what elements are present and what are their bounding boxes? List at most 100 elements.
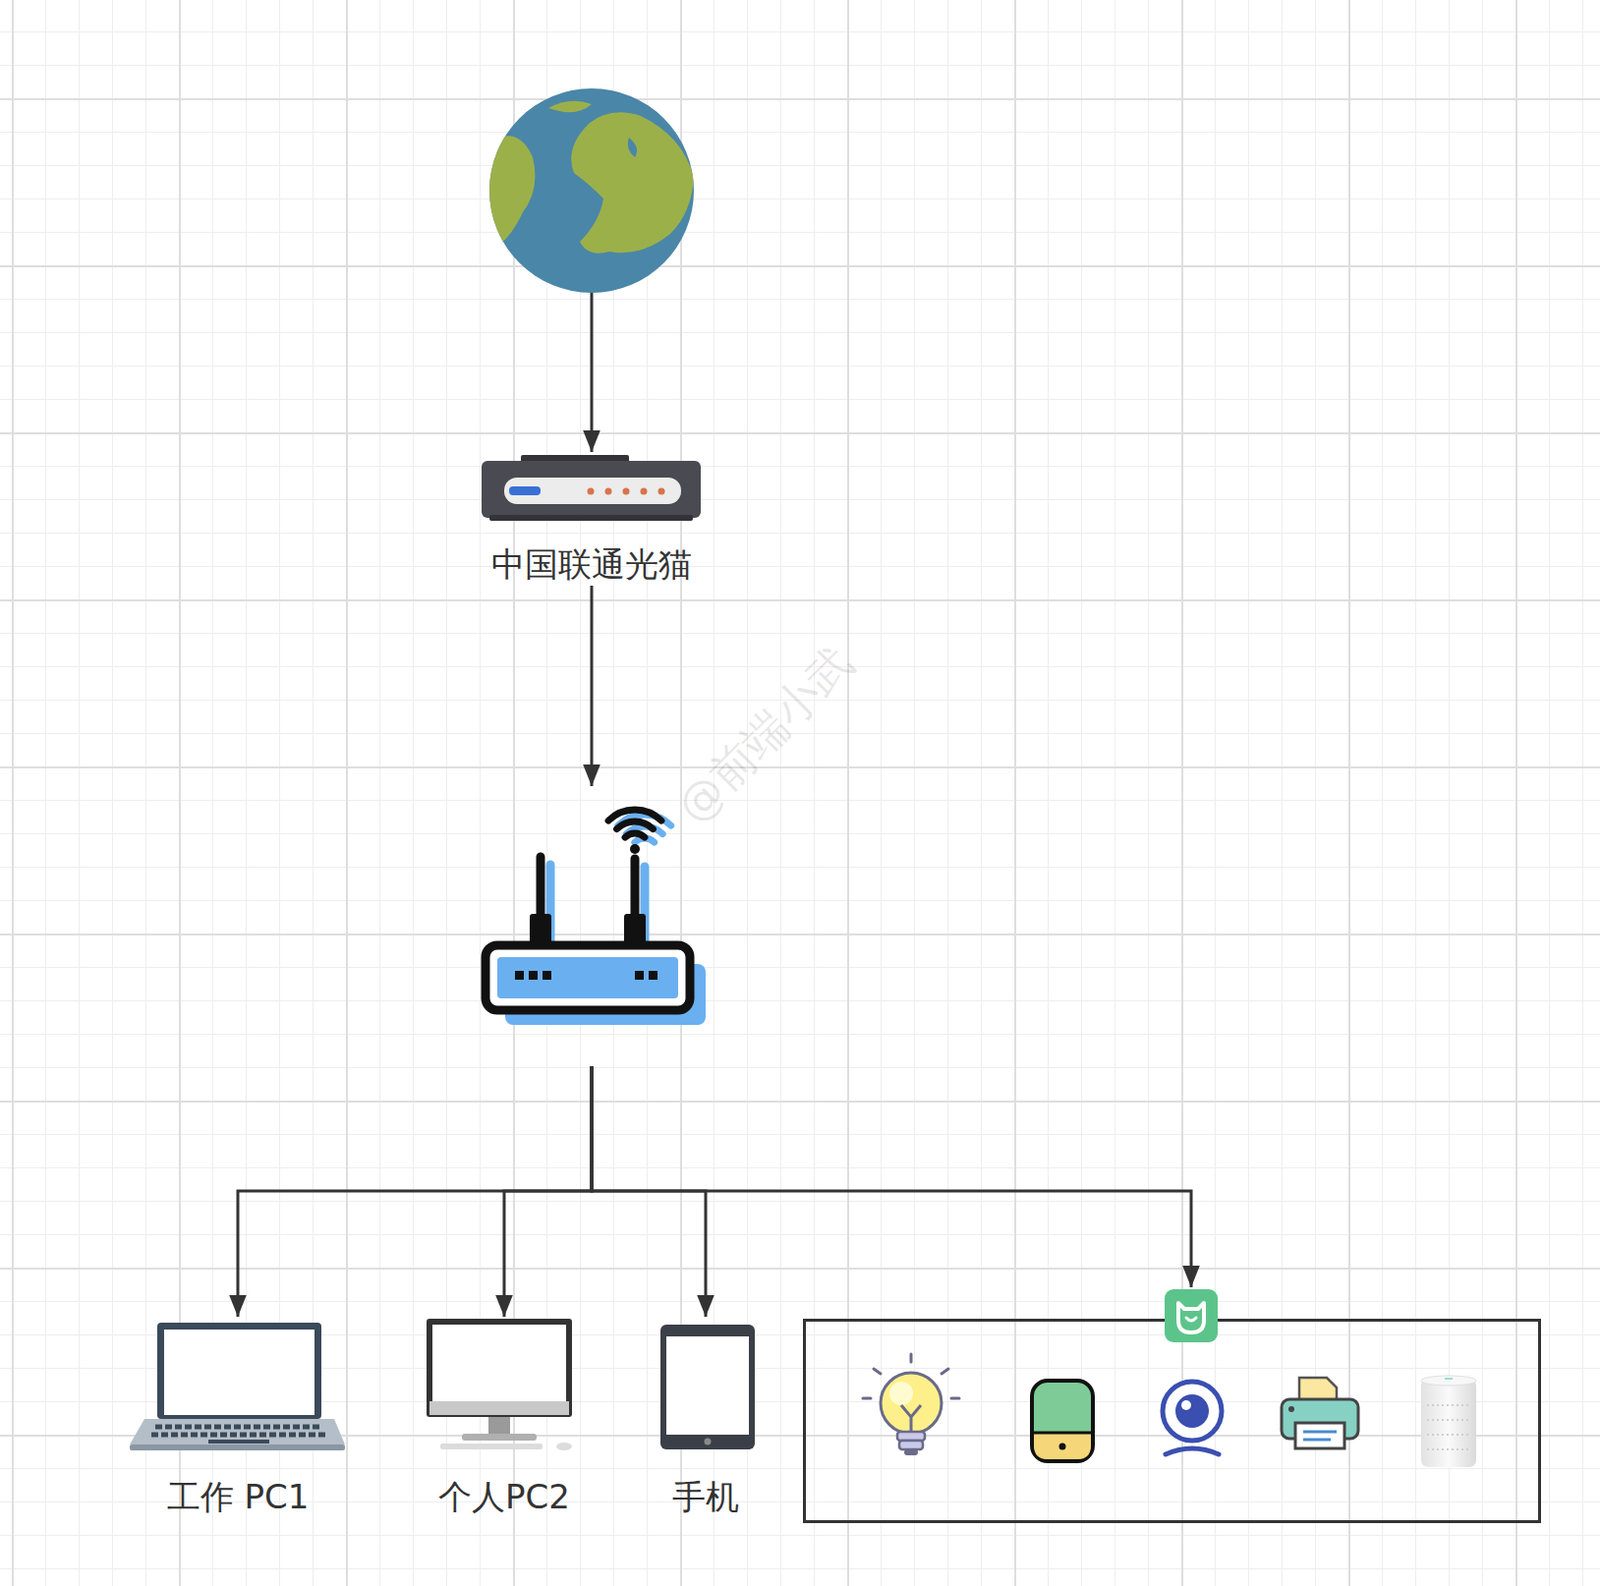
connector-arrow (590, 292, 594, 453)
globe-icon-part (628, 137, 637, 158)
tablet-icon (660, 1324, 755, 1450)
globe-icon-part (487, 135, 536, 248)
gateway-icon-part (1033, 1432, 1091, 1460)
modem-icon (481, 455, 701, 521)
globe-icon (487, 88, 694, 293)
printer-icon-part (1303, 1438, 1331, 1442)
connector-arrow (591, 1066, 706, 1317)
node-label: 工作 PC1 (100, 1475, 376, 1519)
tablet-icon-part (704, 1438, 712, 1446)
bulb-icon-part (901, 1405, 921, 1433)
monitor-icon-part (429, 1401, 570, 1416)
printer-icon-part (1281, 1399, 1359, 1439)
bulb-icon-part (904, 1449, 918, 1456)
router-icon-part (625, 833, 645, 838)
globe-icon-part (548, 101, 592, 113)
tablet-icon-part (660, 1324, 755, 1450)
modem-icon-part (623, 488, 630, 496)
laptop-icon-part (208, 1439, 270, 1444)
bulb-icon-part (889, 1381, 914, 1406)
modem-icon-part (504, 477, 682, 505)
gateway-icon-part (1031, 1431, 1093, 1435)
laptop-icon-part (151, 1432, 327, 1438)
device-node: 工作 PC1 (119, 1316, 356, 1519)
router-icon-part (497, 957, 679, 999)
router-icon-part (608, 809, 662, 821)
bulb-icon-part (862, 1397, 871, 1401)
node-label: 手机 (627, 1475, 785, 1519)
laptop-icon-part (129, 1419, 345, 1445)
router-icon-part (617, 821, 654, 830)
modem-icon-part (481, 460, 701, 518)
router-icon-part (485, 945, 690, 1011)
monitor-icon-part (440, 1443, 543, 1450)
speaker-icon-part (1444, 1377, 1453, 1380)
monitor-icon (426, 1318, 572, 1451)
printer-icon-part (1303, 1430, 1337, 1434)
bulb-icon-part (873, 1369, 881, 1374)
connector-arrow (591, 1066, 1192, 1288)
modem-icon-part (658, 488, 666, 496)
router-icon-part (629, 844, 640, 855)
device-node: 个人PC2 (425, 1316, 583, 1519)
bulb-icon (862, 1354, 960, 1456)
modem-icon-part (509, 486, 541, 496)
modem-icon-part (587, 488, 595, 496)
printer-icon-part (1288, 1406, 1295, 1413)
monitor-icon-part (488, 1417, 511, 1435)
laptop-icon (129, 1322, 345, 1451)
connector-arrow (504, 1066, 592, 1317)
bulb-icon-part (899, 1440, 923, 1450)
router-icon (485, 809, 706, 1026)
laptop-icon-part (157, 1322, 322, 1420)
camera-icon (1162, 1381, 1222, 1455)
camera-icon-part (1162, 1381, 1222, 1441)
globe-node (489, 88, 694, 293)
router-node (468, 786, 715, 1067)
router-icon-part (514, 971, 524, 980)
laptop-icon-part (164, 1329, 315, 1416)
monitor-icon-part (461, 1433, 537, 1441)
modem-icon-part (489, 514, 693, 521)
modem-icon-part (640, 488, 648, 496)
printer-icon-part (1295, 1423, 1345, 1449)
router-icon-part (536, 857, 546, 924)
router-icon-part (528, 971, 538, 980)
laptop-icon-part (155, 1425, 323, 1430)
gateway-icon-part (1031, 1380, 1093, 1462)
mi-home-badge-part (1178, 1303, 1204, 1333)
printer-icon (1281, 1377, 1359, 1449)
watermark: @前端小武 (664, 633, 867, 837)
device-node: 手机 (646, 1316, 765, 1519)
globe-icon-part (571, 112, 694, 253)
speaker-icon-part (1427, 1448, 1471, 1451)
camera-icon-part (1181, 1400, 1192, 1411)
camera-icon-part (1165, 1448, 1219, 1455)
monitor-icon-part (432, 1324, 567, 1402)
bulb-icon-part (910, 1354, 914, 1363)
tablet-icon-part (666, 1336, 749, 1435)
node-label: 个人PC2 (405, 1475, 603, 1519)
router-icon-part (624, 914, 646, 946)
speaker-icon (1421, 1375, 1477, 1468)
gateway-icon (1031, 1380, 1093, 1462)
globe-icon-part (487, 101, 694, 254)
modem-node: 中国联通光猫 (461, 452, 722, 586)
connector-arrow (237, 1066, 592, 1317)
bulb-icon-part (880, 1372, 942, 1434)
router-icon-part (529, 914, 552, 946)
monitor-icon-part (426, 1318, 572, 1418)
modem-icon-part (605, 488, 613, 496)
bulb-icon-part (941, 1369, 949, 1374)
laptop-icon-part (129, 1444, 345, 1451)
speaker-icon-part (1427, 1433, 1471, 1436)
camera-icon-part (1175, 1394, 1209, 1429)
monitor-icon-part (556, 1442, 572, 1451)
bulb-icon-part (951, 1397, 960, 1401)
bulb-icon-part (897, 1431, 925, 1441)
speaker-icon-part (1421, 1375, 1477, 1386)
